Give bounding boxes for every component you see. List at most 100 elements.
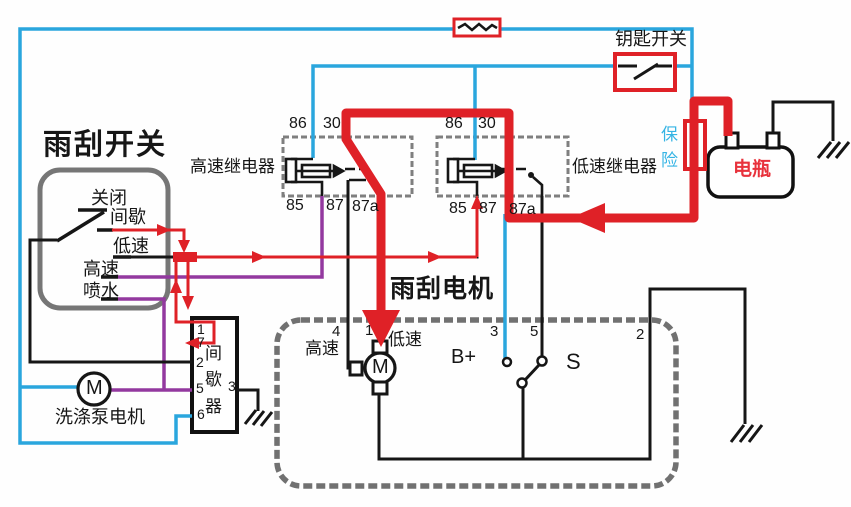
arrow-down-large-icon	[362, 310, 400, 347]
key-switch-box	[613, 52, 677, 92]
battery-negative-terminal	[765, 131, 781, 150]
motor-pin-2: 2	[636, 326, 645, 343]
relay-low-internals	[446, 157, 544, 196]
relay-low-pin-30: 30	[478, 115, 496, 132]
relay-high-armature-box	[300, 163, 332, 179]
motor-terminal-bottom	[371, 380, 389, 396]
relay-high-armature-arrow	[332, 163, 346, 179]
relay-low-pin-86: 86	[445, 115, 463, 132]
relay-high-pin-86: 86	[289, 115, 307, 132]
motor-terminal-low-label: 低速	[388, 330, 422, 349]
battery-box	[706, 145, 795, 199]
washer-motor-letter: M	[86, 377, 103, 399]
wire-battery-ground	[771, 100, 835, 141]
wire-relay-high-to-motor4	[346, 180, 350, 370]
key-switch-label: 钥匙开关	[615, 29, 687, 49]
relay-low-coil-wires	[453, 157, 479, 196]
relay-high-pin-30: 30	[323, 115, 341, 132]
ground-icon-motor	[729, 424, 764, 443]
component-boxes	[37, 131, 795, 489]
fuse-icon	[457, 22, 498, 32]
wire-pin3-ground	[237, 388, 260, 411]
relay-low-armature-box	[462, 163, 494, 179]
relay-high-pin-85: 85	[286, 197, 304, 214]
key-switch-icon	[618, 62, 672, 81]
fuse-box-top	[452, 17, 502, 38]
arrow-up-icon	[170, 279, 182, 293]
relay-low-pin-87a: 87a	[509, 201, 536, 218]
fuse-label: 保险	[661, 125, 678, 171]
ground-symbols	[243, 141, 851, 443]
wire-purple-high-speed	[118, 196, 324, 279]
black-symbols	[457, 22, 699, 147]
motor-pin-5: 5	[530, 323, 539, 340]
park-pivot	[516, 377, 528, 389]
arrow-left-icon	[185, 337, 199, 349]
switch-pos-off: 关闭	[91, 188, 127, 208]
relay-low-coil	[446, 157, 460, 184]
arrow-right-icon	[428, 251, 442, 263]
switch-pos-intermittent: 间歇	[110, 207, 146, 227]
intermittent-pin-7: 7	[197, 334, 205, 350]
purple-wires	[110, 196, 324, 392]
arrow-down-icon	[178, 240, 190, 253]
motor-terminal-park-label: S	[566, 349, 581, 374]
wiper-switch-title: 雨刮开关	[43, 129, 168, 161]
wiper-motor-box	[274, 317, 679, 489]
intermittent-pin-5: 5	[196, 380, 204, 396]
motor-pin-4: 4	[332, 323, 341, 340]
wiper-motor-title: 雨刮电机	[390, 275, 495, 303]
washer-motor-icon	[76, 371, 112, 407]
arrow-right-icon	[252, 251, 266, 263]
intermittent-pin-6: 6	[197, 406, 205, 422]
flow-trace-thin	[112, 195, 483, 349]
wire-blue-top-bus-right	[500, 27, 694, 101]
wire-purple-wash	[118, 297, 166, 390]
relay-low-pin-85: 85	[449, 200, 467, 217]
flow-trace-main	[341, 96, 733, 347]
intermittent-pin-1: 1	[197, 321, 205, 337]
wiper-motor-letter: M	[372, 356, 389, 378]
intermittent-unit-label: 间歇器	[205, 344, 222, 416]
relay-high-pin-87a: 87a	[352, 198, 379, 215]
motor-pin-3: 3	[490, 323, 499, 340]
relay-high-pin-87: 87	[326, 197, 344, 214]
wire-blue-left-bus	[18, 27, 454, 445]
motor-symbols	[76, 339, 548, 407]
relay-high-internals	[284, 157, 368, 196]
switch-contact-bars	[78, 208, 131, 301]
intermittent-pin-2: 2	[196, 354, 204, 370]
park-contact-bplus	[501, 356, 513, 368]
washer-pump-label: 洗涤泵电机	[55, 407, 145, 427]
relay-low-pivot-dot	[528, 172, 534, 178]
wire-motor-ground	[377, 287, 747, 461]
switch-pos-low: 低速	[113, 236, 149, 256]
wire-switch-common	[28, 238, 192, 364]
arrow-right-icon	[157, 224, 171, 236]
arrow-left-large-icon	[570, 203, 605, 233]
switch-pos-wash: 喷水	[83, 281, 119, 301]
switch-pos-high: 高速	[83, 259, 119, 279]
arrow-up-icon	[471, 195, 483, 209]
battery-label: 电瓶	[733, 159, 772, 180]
park-lever	[523, 363, 541, 382]
relay-low-armature-arrow	[494, 163, 508, 179]
relay-high-label: 高速继电器	[190, 157, 275, 176]
motor-terminal-left	[348, 360, 364, 377]
ground-icon-battery	[816, 141, 851, 159]
park-contact-s	[536, 355, 548, 367]
blue-wires	[18, 27, 694, 445]
relay-high-coil-wires	[291, 157, 324, 196]
intermittent-pin-3: 3	[228, 378, 236, 394]
relay-low-label: 低速继电器	[572, 157, 657, 176]
relay-low-pin-87: 87	[479, 200, 497, 217]
low-speed-relay-box	[435, 135, 570, 198]
flow-into-intermittent-unit	[174, 260, 216, 345]
ground-icon-intermittent	[243, 409, 274, 427]
main-power-path	[341, 96, 733, 314]
flow-arrowheads	[157, 195, 483, 349]
motor-terminal-high-label: 高速	[305, 339, 339, 358]
motor-terminal-bplus-label: B+	[451, 346, 477, 368]
